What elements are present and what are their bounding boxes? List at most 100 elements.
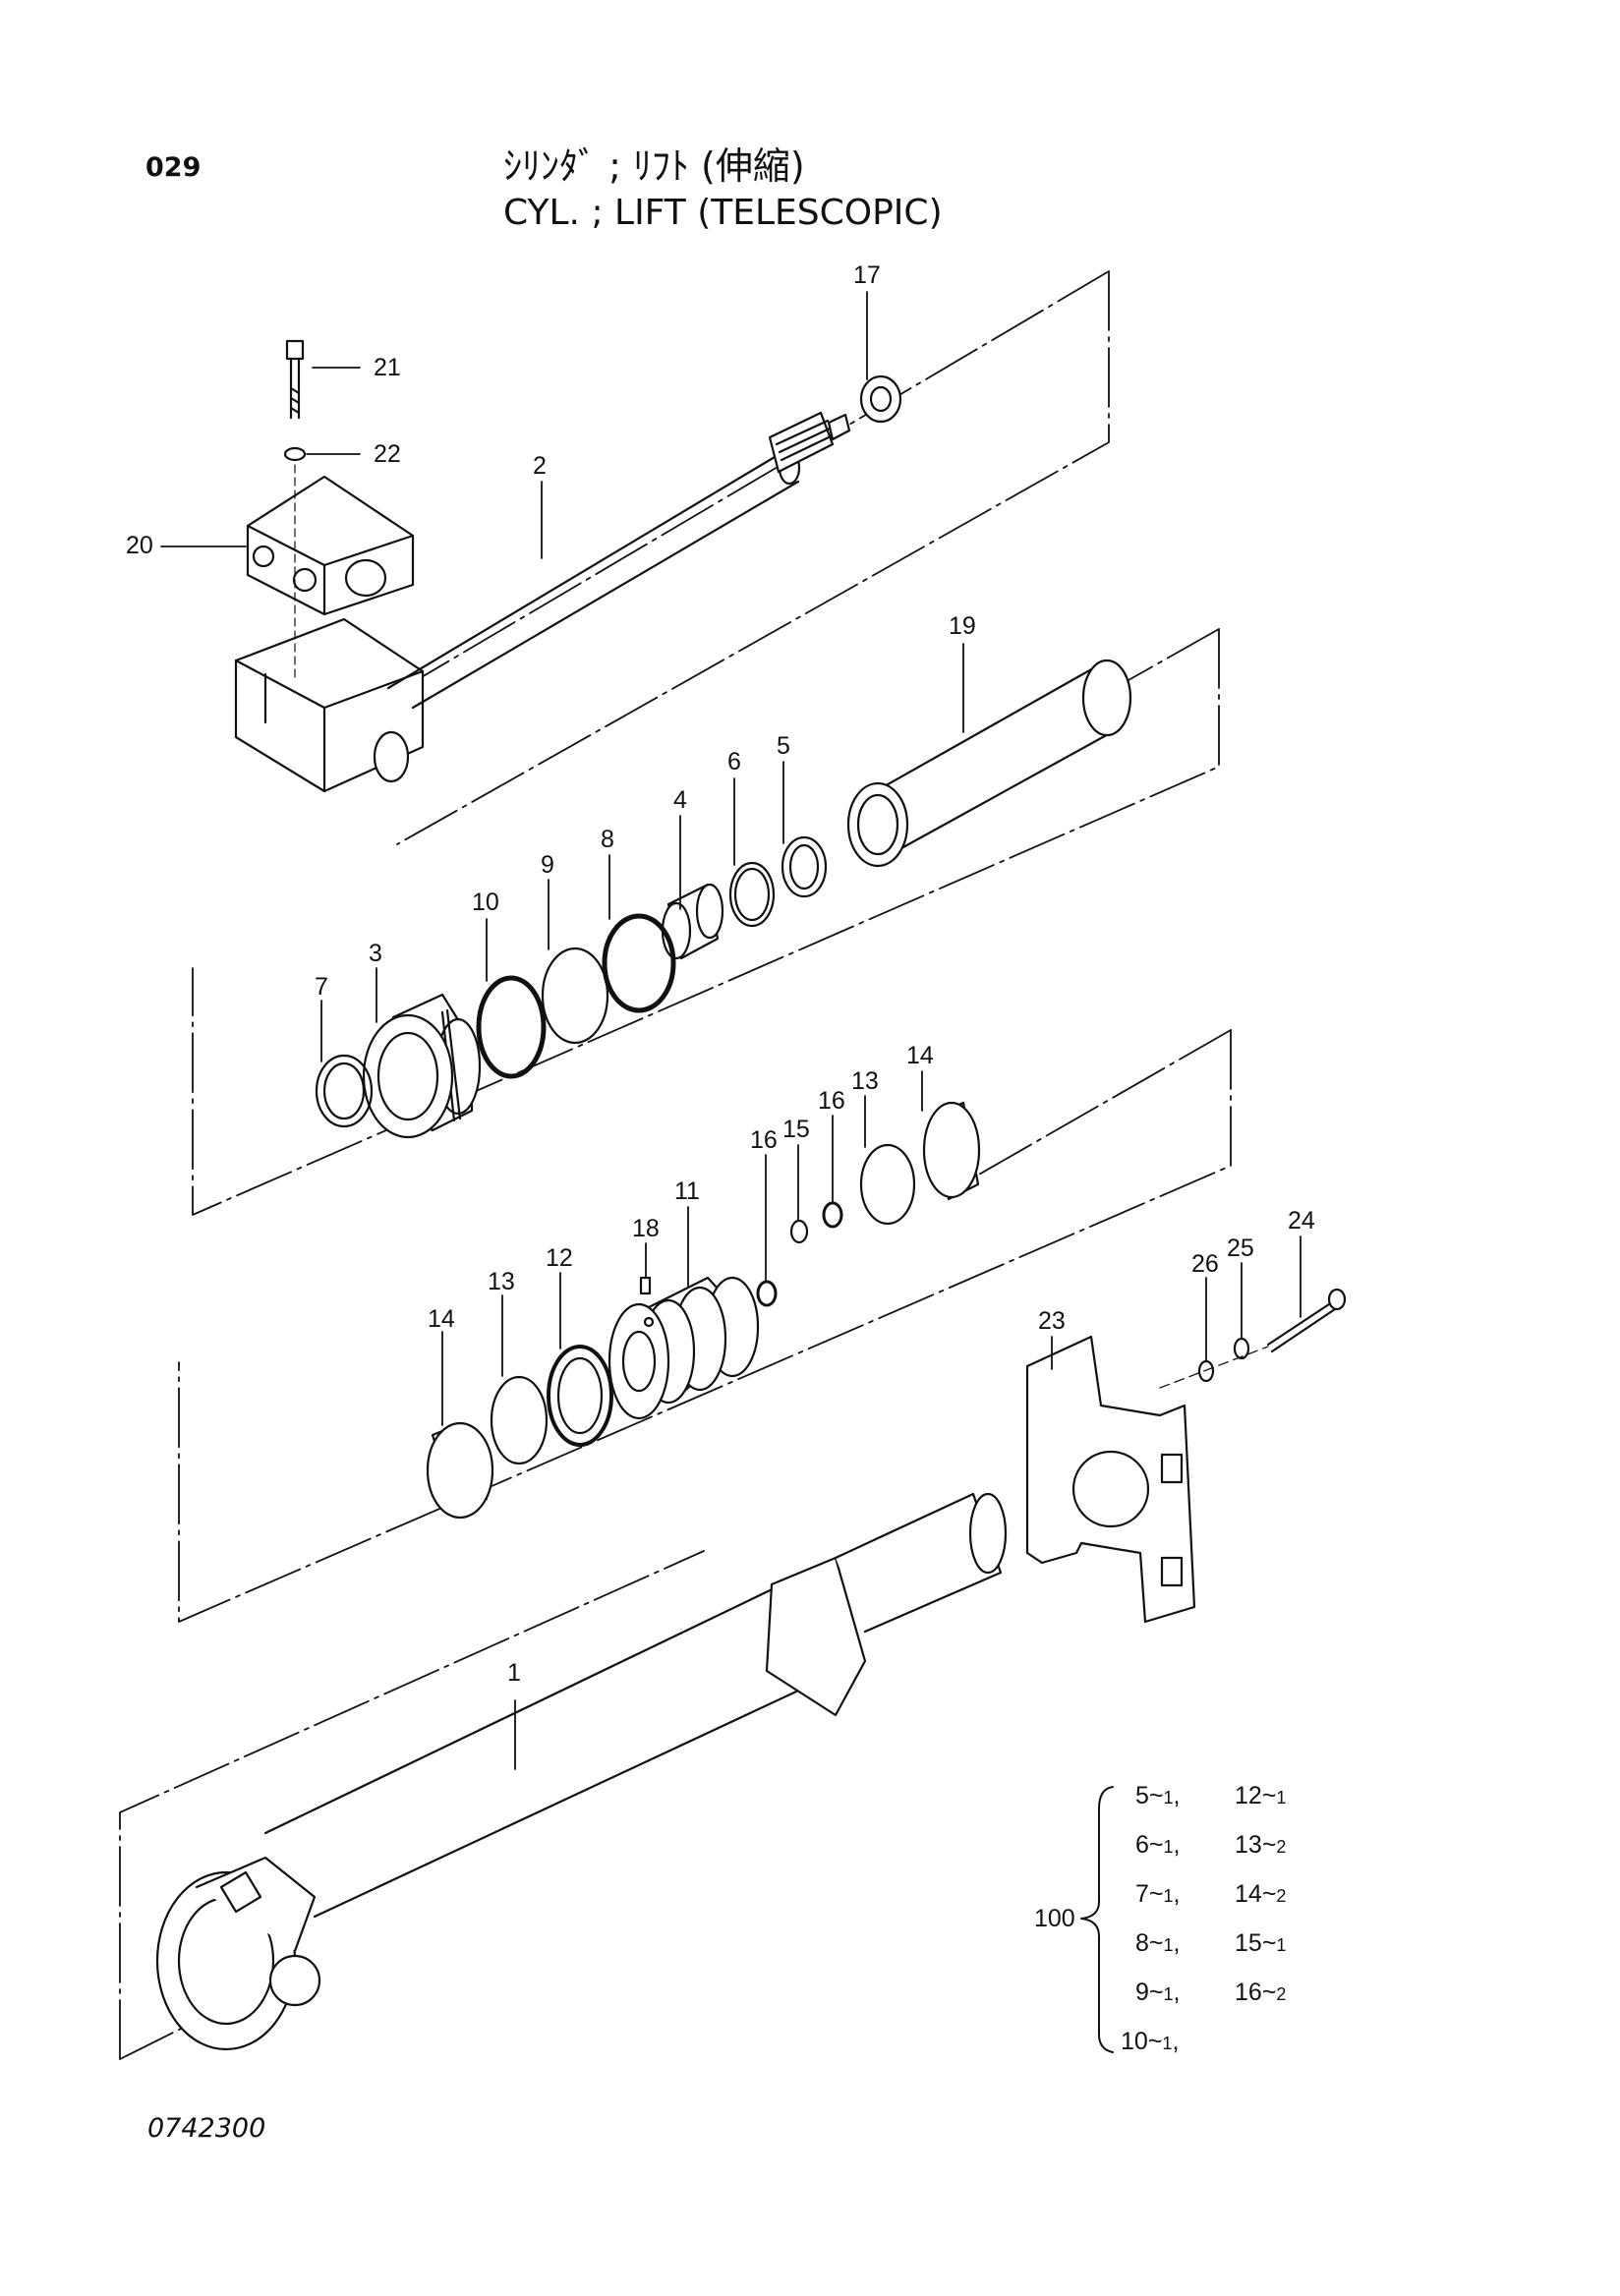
label-8: 8 <box>601 826 614 853</box>
label-2: 2 <box>533 452 547 480</box>
part-23-bracket <box>1025 1335 1196 1624</box>
part-1-cylinder-tube <box>155 1492 1008 2051</box>
svg-text:12~1: 12~1 <box>1235 1782 1286 1809</box>
kit-row: 10~1, <box>1121 2028 1179 2055</box>
kit-item-right: 15 <box>1235 1929 1262 1957</box>
label-14b: 14 <box>428 1305 455 1333</box>
kit-qty-left: 1 <box>1164 1935 1174 1955</box>
kit-qty-right: 1 <box>1276 1788 1286 1808</box>
part-13-ring-upper <box>859 1143 916 1226</box>
svg-text:5~1,: 5~1, <box>1135 1782 1180 1809</box>
svg-text:13~2: 13~2 <box>1235 1831 1286 1859</box>
kit-brace <box>1080 1786 1114 2053</box>
label-21: 21 <box>374 354 401 381</box>
part-20-valve-block <box>246 451 415 679</box>
label-14a: 14 <box>906 1042 934 1069</box>
part-12-seal <box>547 1345 613 1447</box>
svg-text:6~1,: 6~1, <box>1135 1831 1180 1859</box>
frame-tube-group <box>119 1550 705 2060</box>
svg-text:8~1,: 8~1, <box>1135 1929 1180 1957</box>
svg-text:10~1,: 10~1, <box>1121 2028 1179 2055</box>
label-1: 1 <box>507 1659 521 1687</box>
callout-labels: 1 2 3 4 5 6 7 8 9 10 11 12 13 13 14 14 1… <box>126 261 1315 1687</box>
label-18: 18 <box>632 1215 660 1242</box>
label-25: 25 <box>1227 1234 1254 1262</box>
kit-qty-right: 2 <box>1276 1886 1286 1906</box>
kit-qty-left: 1 <box>1164 1788 1174 1808</box>
frame-piston-group <box>178 1029 1232 1623</box>
part-13-ring-lower <box>490 1375 549 1465</box>
kit-row: 7~1, 14~2 <box>1135 1880 1286 1908</box>
part-2-piston-rod <box>234 411 851 793</box>
kit-qty-left: 1 <box>1164 1886 1174 1906</box>
kit-item-left: 9 <box>1135 1979 1149 2006</box>
kit-qty-left: 1 <box>1164 1837 1174 1857</box>
kit-item-right: 13 <box>1235 1831 1262 1859</box>
part-26-washer <box>1197 1359 1215 1383</box>
kit-qty-right: 1 <box>1276 1935 1286 1955</box>
part-11-piston <box>608 1276 760 1420</box>
part-15-oring <box>789 1219 809 1244</box>
kit-row: 5~1, 12~1 <box>1135 1782 1286 1809</box>
part-5-ring <box>781 835 828 898</box>
title-english: CYL. ; LIFT (TELESCOPIC) <box>503 193 943 233</box>
part-16-backup-lower <box>756 1280 778 1307</box>
frame-head-group <box>192 628 1220 1216</box>
label-13a: 13 <box>851 1067 879 1095</box>
label-10: 10 <box>472 889 499 916</box>
part-17-nut <box>859 374 902 424</box>
kit-number: 100 <box>1034 1905 1075 1932</box>
label-3: 3 <box>369 940 382 967</box>
label-16b: 16 <box>818 1087 845 1115</box>
part-7-wiper <box>315 1054 374 1128</box>
part-10-oring <box>476 975 547 1079</box>
label-7: 7 <box>315 973 328 1001</box>
group-frames <box>119 270 1232 2060</box>
part-25-washer <box>1233 1337 1250 1360</box>
label-13b: 13 <box>488 1268 515 1295</box>
kit-row: 9~1, 16~2 <box>1135 1979 1286 2006</box>
seal-kit-legend: 100 5~1, 12~1 6~1, 13~2 7~1, 14~2 8~1, 1… <box>1034 1782 1286 2055</box>
label-17: 17 <box>853 261 881 289</box>
drawing-code: 0742300 <box>147 2113 266 2144</box>
label-9: 9 <box>541 851 554 879</box>
part-22-washer <box>283 446 307 462</box>
svg-text:14~2: 14~2 <box>1235 1880 1286 1908</box>
label-22: 22 <box>374 440 401 468</box>
leader-lines <box>160 291 1302 1770</box>
kit-qty-left: 1 <box>1162 2034 1172 2053</box>
part-9-ring <box>541 947 609 1045</box>
part-14-wear-ring-lower <box>426 1421 494 1520</box>
kit-item-right: 16 <box>1235 1979 1262 2006</box>
part-18-set-screw <box>639 1276 652 1295</box>
svg-text:15~1: 15~1 <box>1235 1929 1286 1957</box>
kit-row: 8~1, 15~1 <box>1135 1929 1286 1957</box>
label-26: 26 <box>1191 1250 1219 1278</box>
part-8-oring <box>602 913 676 1013</box>
kit-item-left: 5 <box>1135 1782 1149 1809</box>
kit-qty-right: 2 <box>1276 1837 1286 1857</box>
kit-qty-right: 2 <box>1276 1984 1286 2004</box>
label-24: 24 <box>1288 1207 1315 1234</box>
part-14-wear-ring-upper <box>922 1101 981 1201</box>
label-6: 6 <box>727 748 741 775</box>
label-20: 20 <box>126 532 153 559</box>
label-15: 15 <box>782 1116 810 1143</box>
part-19-tube <box>846 659 1132 868</box>
label-11: 11 <box>674 1177 700 1205</box>
page-number: 029 <box>145 152 202 183</box>
part-16-backup-upper <box>822 1201 843 1229</box>
svg-text:7~1,: 7~1, <box>1135 1880 1180 1908</box>
kit-qty-left: 1 <box>1164 1984 1174 2004</box>
axis-line <box>1159 1346 1269 1389</box>
kit-item-right: 14 <box>1235 1880 1262 1908</box>
label-5: 5 <box>777 732 790 760</box>
kit-row: 6~1, 13~2 <box>1135 1831 1286 1859</box>
svg-text:16~2: 16~2 <box>1235 1979 1286 2006</box>
kit-item-left: 6 <box>1135 1831 1149 1859</box>
frame-rod-group <box>396 270 1110 845</box>
kit-item-left: 8 <box>1135 1929 1149 1957</box>
label-12: 12 <box>546 1244 573 1272</box>
label-16a: 16 <box>750 1126 778 1154</box>
